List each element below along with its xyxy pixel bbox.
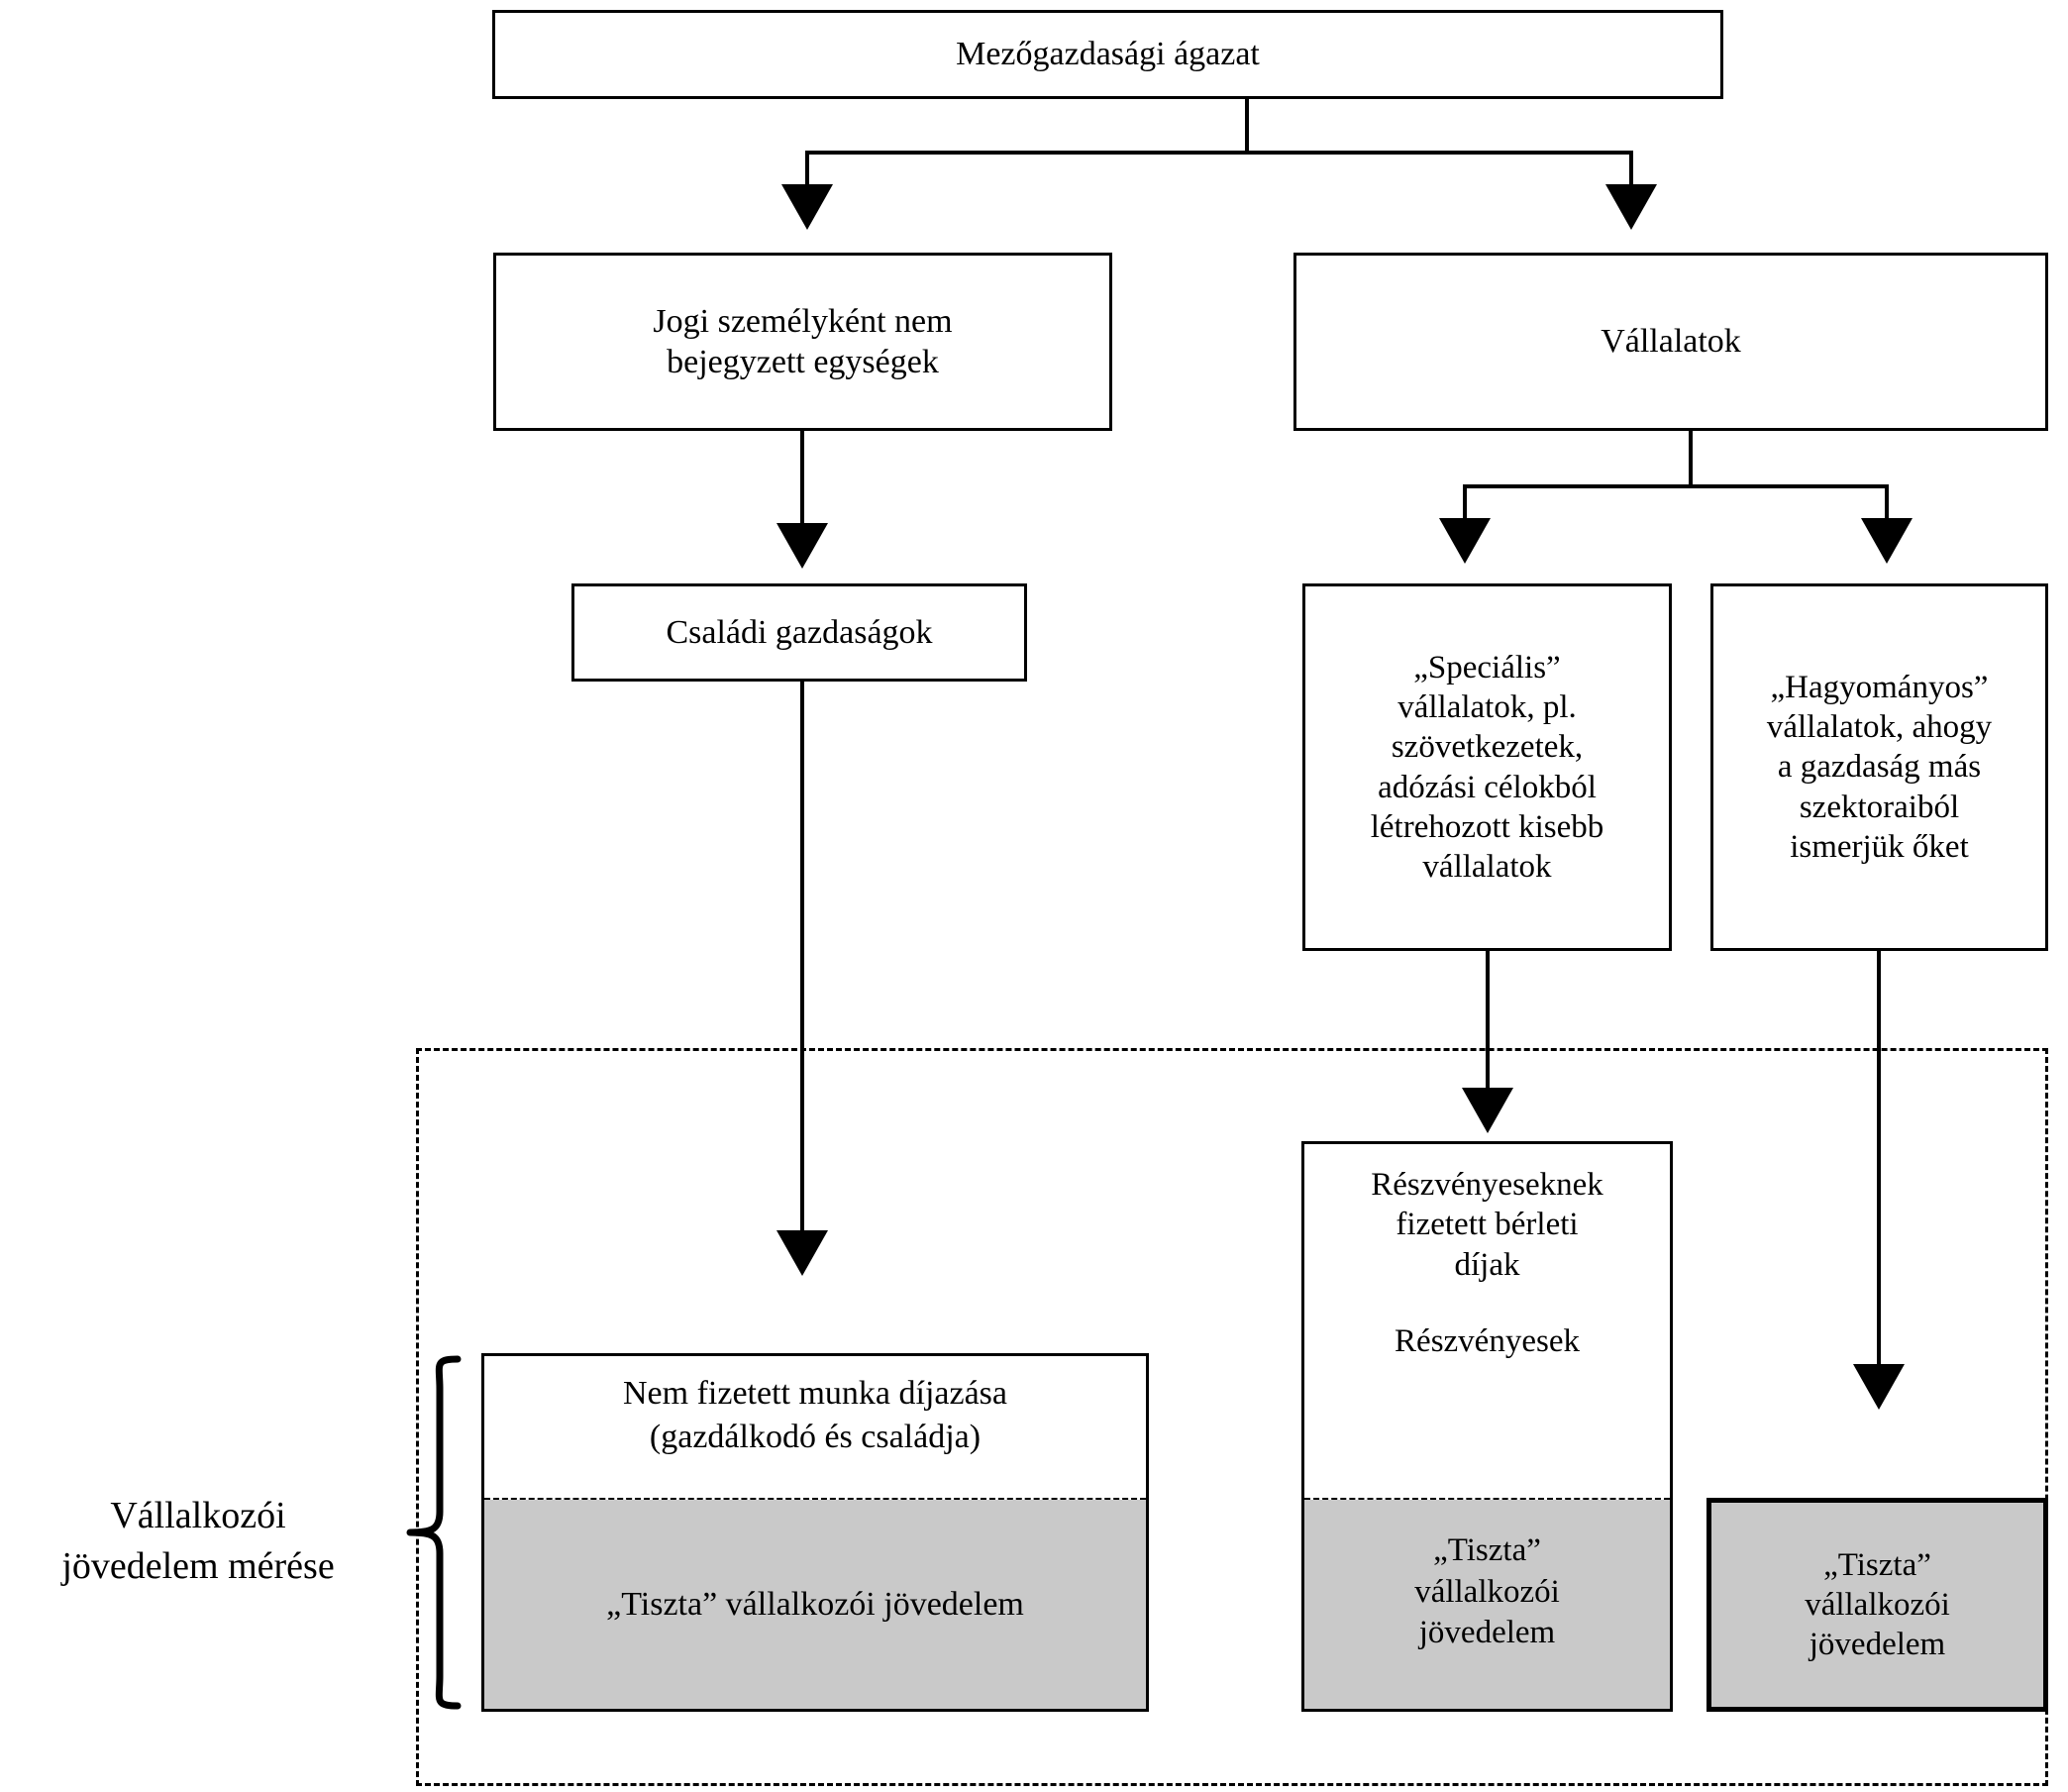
node-traditional-companies-label: „Hagyományos” vállalatok, ahogy a gazdas… [1766,669,1993,865]
arrowhead-to-companies [1605,184,1657,230]
node-shareholders-label: Részvényesek [1395,1323,1580,1359]
curly-brace [396,1353,465,1712]
connector-companies-down [1689,431,1693,488]
node-traditional-companies[interactable]: „Hagyományos” vállalatok, ahogy a gazdas… [1710,583,2048,951]
connector-root-right-drop [1629,151,1633,192]
node-unpaid-work-label: Nem fizetett munka díjazása (gazdálkodó … [623,1375,1007,1456]
arrowhead-to-traditional-companies [1861,518,1913,564]
divider-rents-vs-net-mid [1304,1498,1670,1501]
connector-companies-right-drop [1885,484,1889,526]
node-special-companies[interactable]: „Speciális” vállalatok, pl. szövetkezete… [1302,583,1672,951]
node-non-legal-units-label: Jogi személyként nem bejegyzett egységek [653,302,953,380]
node-non-legal-units[interactable]: Jogi személyként nem bejegyzett egységek [493,253,1112,431]
node-companies[interactable]: Vállalatok [1293,253,2048,431]
arrowhead-to-net-income-right [1853,1364,1905,1410]
node-agricultural-sector[interactable]: Mezőgazdasági ágazat [492,10,1723,99]
arrowhead-to-unpaid-work [776,1230,828,1276]
node-net-entrepreneurial-income-farm [484,1500,1146,1709]
node-family-farms[interactable]: Családi gazdaságok [571,583,1027,682]
node-agricultural-sector-label: Mezőgazdasági ágazat [956,36,1260,73]
side-label-income-measurement: Vállalkozói jövedelem mérése [61,1495,335,1588]
connector-family-to-unpaid [800,682,804,1237]
node-net-entrepreneurial-income-right-label: „Tiszta” vállalkozói jövedelem [1805,1546,1950,1663]
node-net-entrepreneurial-income-mid-label: „Tiszta” vállalkozói jövedelem [1414,1532,1560,1651]
node-companies-label: Vállalatok [1601,323,1741,361]
arrowhead-to-shareholder-rents [1462,1088,1513,1133]
node-special-companies-label: „Speciális” vállalatok, pl. szövetkezete… [1370,649,1604,885]
connector-root-bus [805,151,1633,155]
node-shareholder-rents-label: Részvényeseknek fizetett bérleti díjak [1371,1167,1603,1283]
node-net-entrepreneurial-income-right[interactable]: „Tiszta” vállalkozói jövedelem [1706,1498,2048,1712]
connector-root-down [1245,99,1249,155]
connector-companies-bus [1463,484,1889,488]
arrowhead-to-non-legal-units [781,184,833,230]
node-net-entrepreneurial-income-farm-label: „Tiszta” vállalkozói jövedelem [606,1586,1024,1623]
connector-special-to-rents [1486,951,1490,1095]
connector-companies-left-drop [1463,484,1467,526]
connector-root-left-drop [805,151,809,192]
arrowhead-to-family-farms [776,523,828,569]
connector-nonlegal-to-family [800,431,804,530]
arrowhead-to-special-companies [1439,518,1491,564]
connector-traditional-to-net-income [1877,951,1881,1371]
node-net-entrepreneurial-income-mid [1304,1500,1670,1709]
divider-unpaid-vs-net-left [484,1498,1146,1501]
node-family-farms-label: Családi gazdaságok [666,613,933,651]
income-measurement-region [416,1048,2048,1786]
